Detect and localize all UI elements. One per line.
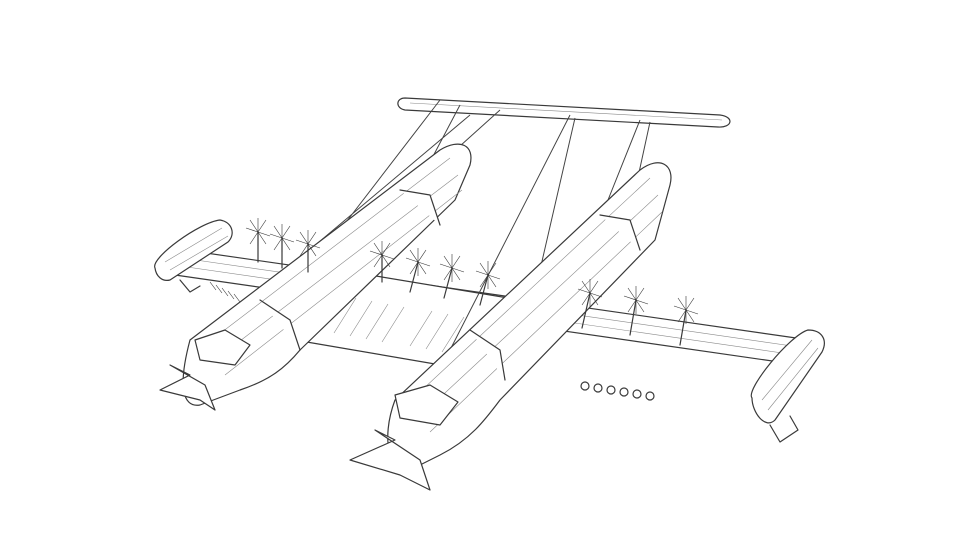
propeller bbox=[577, 279, 603, 329]
right-nose-fin bbox=[349, 429, 431, 491]
propeller bbox=[623, 286, 649, 336]
propeller bbox=[369, 241, 395, 283]
propeller bbox=[405, 248, 431, 293]
left-hull bbox=[159, 143, 472, 411]
portholes bbox=[580, 381, 655, 401]
propeller bbox=[673, 296, 699, 346]
left-wingtip-pod bbox=[154, 219, 233, 293]
engine-ribs bbox=[209, 281, 241, 303]
right-hull bbox=[349, 162, 672, 491]
propeller bbox=[475, 261, 501, 306]
propellers bbox=[245, 218, 699, 346]
right-wingtip-pod bbox=[750, 329, 825, 443]
top-wing bbox=[397, 97, 731, 128]
propeller bbox=[439, 254, 465, 299]
left-nose-fin bbox=[159, 364, 216, 411]
left-cockpit bbox=[194, 329, 251, 366]
propeller bbox=[269, 224, 295, 269]
right-cockpit bbox=[394, 384, 459, 426]
propeller bbox=[245, 218, 271, 263]
propeller bbox=[295, 230, 321, 273]
